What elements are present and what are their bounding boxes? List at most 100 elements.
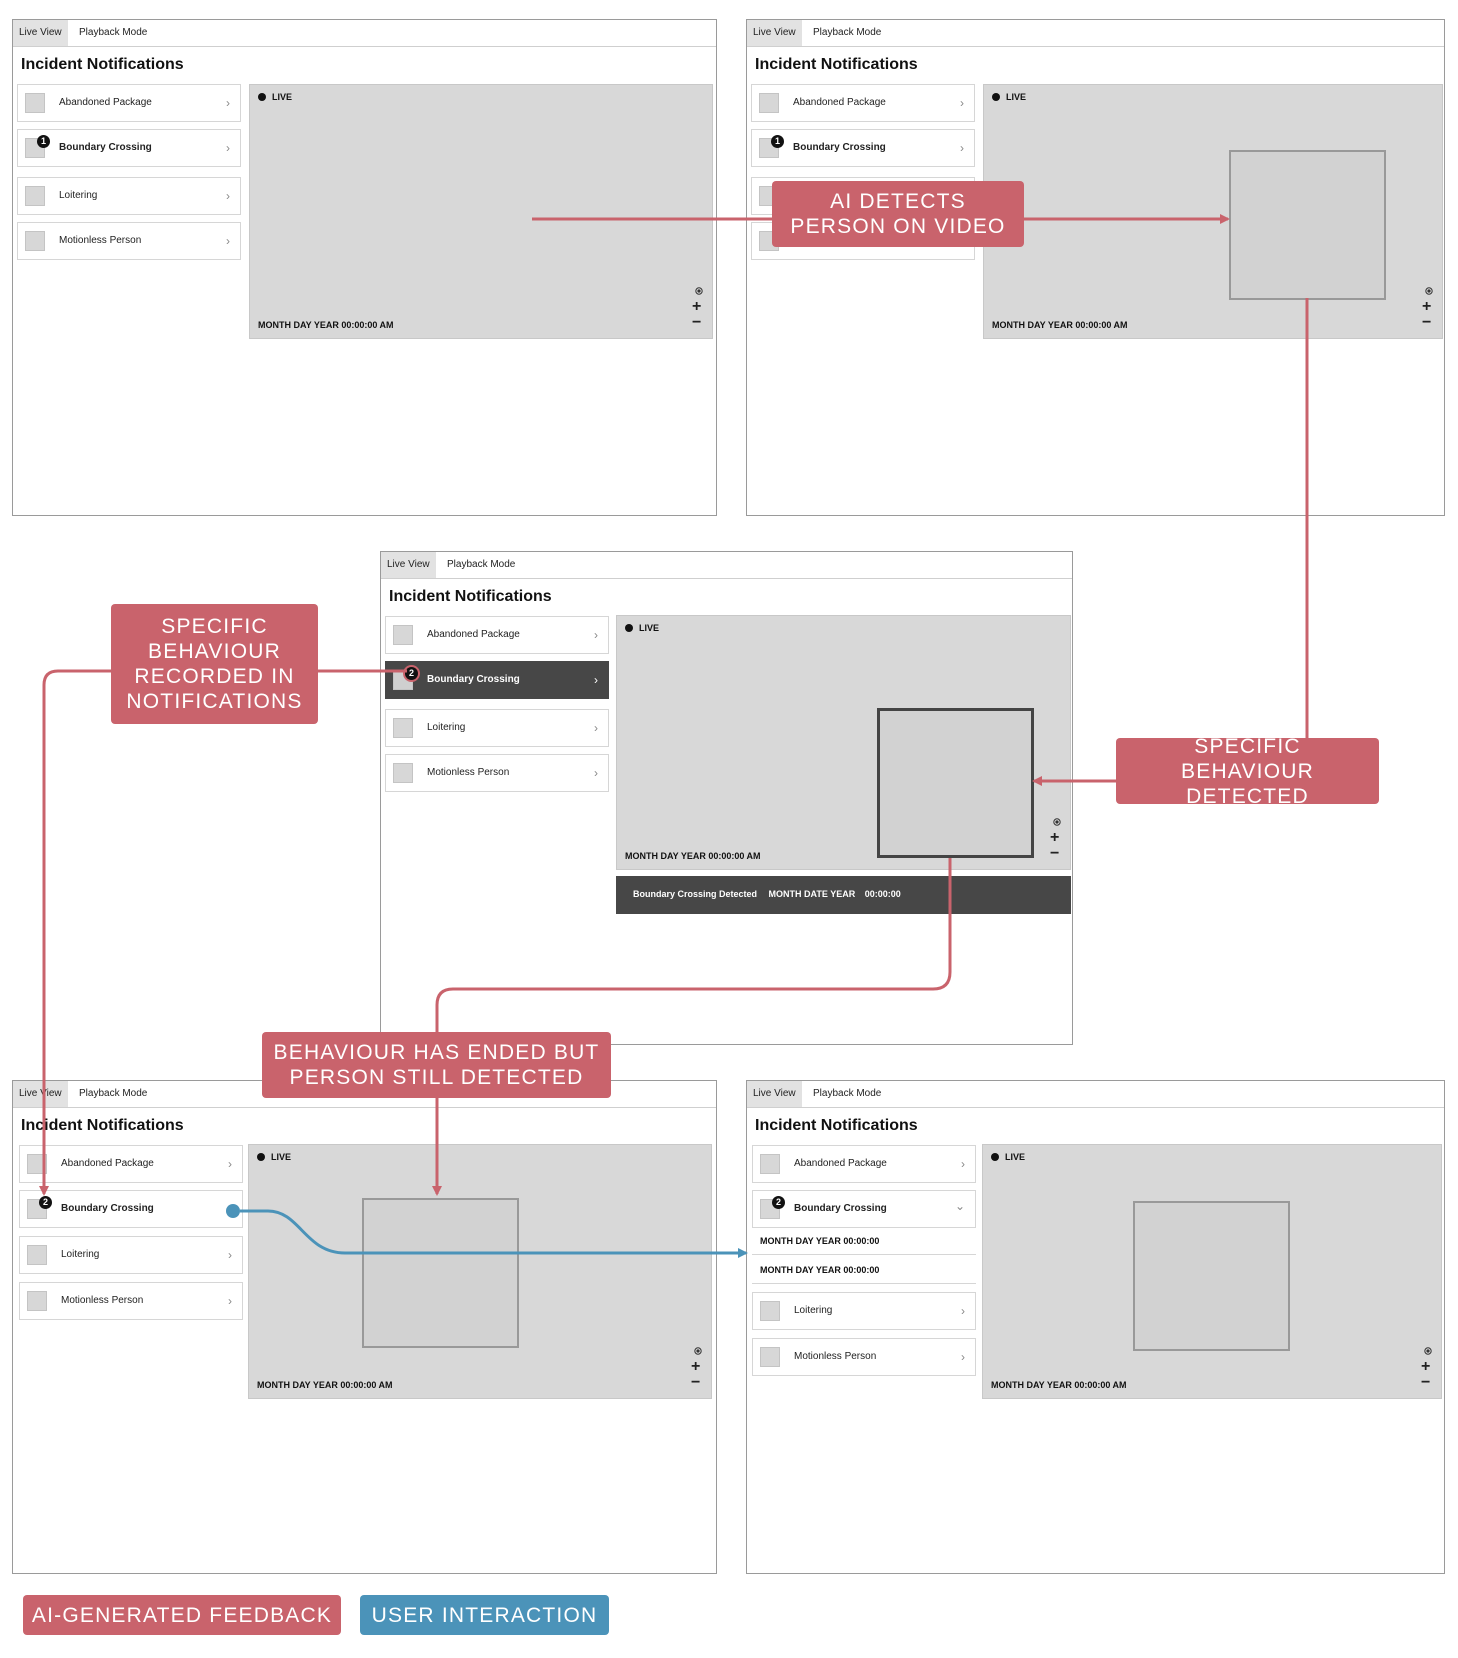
incident-entry[interactable]: MONTH DAY YEAR 00:00:00 xyxy=(752,1256,976,1284)
video-feed[interactable]: LIVE MONTH DAY YEAR 00:00:00 AM + − xyxy=(983,84,1443,339)
tab-bar: Live View Playback Mode xyxy=(747,20,1444,47)
item-label: Abandoned Package xyxy=(427,629,520,640)
live-label: LIVE xyxy=(639,623,660,633)
zoom-in-icon[interactable]: + xyxy=(692,298,702,315)
zoom-controls: + − xyxy=(1050,817,1064,863)
item-label: Boundary Crossing xyxy=(427,674,520,685)
list-item-loitering[interactable]: Loitering › xyxy=(17,177,241,215)
zoom-controls: + − xyxy=(691,1346,705,1392)
video-timestamp: MONTH DAY YEAR 00:00:00 AM xyxy=(625,851,761,861)
list-item-loitering[interactable]: Loitering › xyxy=(385,709,609,747)
item-label: Motionless Person xyxy=(794,1351,877,1362)
list-item-boundary-crossing[interactable]: 1 Boundary Crossing › xyxy=(17,129,241,167)
live-label: LIVE xyxy=(271,1152,292,1162)
tab-playback-mode[interactable]: Playback Mode xyxy=(813,27,882,38)
person-detection-box xyxy=(1229,150,1386,300)
live-indicator: LIVE xyxy=(992,92,1026,102)
chevron-right-icon: › xyxy=(594,628,598,642)
tab-live-view[interactable]: Live View xyxy=(381,552,436,578)
list-item-motionless-person[interactable]: Motionless Person › xyxy=(752,1338,976,1376)
list-item-loitering[interactable]: Loitering › xyxy=(752,1292,976,1330)
live-dot-icon xyxy=(992,93,1000,101)
live-label: LIVE xyxy=(1005,1152,1026,1162)
video-feed[interactable]: LIVE MONTH DAY YEAR 00:00:00 AM + − xyxy=(249,84,713,339)
behaviour-detection-box xyxy=(877,708,1034,858)
list-item-motionless-person[interactable]: Motionless Person › xyxy=(19,1282,243,1320)
item-label: Abandoned Package xyxy=(793,97,886,108)
list-item-boundary-crossing-expanded[interactable]: 2 Boundary Crossing ⌄ xyxy=(752,1190,976,1228)
alert-time: 00:00:00 xyxy=(864,889,901,899)
list-item-boundary-crossing[interactable]: 2 Boundary Crossing xyxy=(19,1190,243,1228)
person-detection-box xyxy=(1133,1201,1290,1351)
zoom-out-icon[interactable]: − xyxy=(1422,314,1432,331)
thumbnail xyxy=(25,186,45,206)
chevron-right-icon: › xyxy=(226,189,230,203)
zoom-in-icon[interactable]: + xyxy=(691,1358,701,1375)
zoom-out-icon[interactable]: − xyxy=(1421,1374,1431,1391)
panel-title: Incident Notifications xyxy=(21,1117,184,1134)
item-label: Boundary Crossing xyxy=(61,1203,154,1214)
tab-live-view[interactable]: Live View xyxy=(13,20,68,46)
alert-date: MONTH DATE YEAR xyxy=(768,889,856,899)
panel-expanded-notifications: Live View Playback Mode Incident Notific… xyxy=(746,1080,1445,1574)
zoom-out-icon[interactable]: − xyxy=(1050,845,1060,862)
live-indicator: LIVE xyxy=(257,1152,291,1162)
locate-icon[interactable] xyxy=(1052,817,1062,827)
list-item-loitering[interactable]: Loitering › xyxy=(19,1236,243,1274)
thumbnail xyxy=(760,1154,780,1174)
panel-title: Incident Notifications xyxy=(21,56,184,73)
locate-icon[interactable] xyxy=(1423,1346,1433,1356)
item-label: Boundary Crossing xyxy=(793,142,886,153)
thumbnail xyxy=(393,718,413,738)
list-item-abandoned-package[interactable]: Abandoned Package › xyxy=(751,84,975,122)
list-item-abandoned-package[interactable]: Abandoned Package › xyxy=(19,1145,243,1183)
chevron-right-icon: › xyxy=(960,96,964,110)
video-feed[interactable]: LIVE MONTH DAY YEAR 00:00:00 AM + − xyxy=(616,615,1071,870)
callout-behaviour-detected: SPECIFIC BEHAVIOUR DETECTED xyxy=(1116,735,1379,808)
item-label: Motionless Person xyxy=(61,1295,144,1306)
video-timestamp: MONTH DAY YEAR 00:00:00 AM xyxy=(258,320,394,330)
list-item-abandoned-package[interactable]: Abandoned Package › xyxy=(752,1145,976,1183)
locate-icon[interactable] xyxy=(694,286,704,296)
tab-bar: Live View Playback Mode xyxy=(381,552,1072,579)
list-item-motionless-person[interactable]: Motionless Person › xyxy=(17,222,241,260)
zoom-out-icon[interactable]: − xyxy=(691,1374,701,1391)
chevron-right-icon: › xyxy=(594,766,598,780)
tab-playback-mode[interactable]: Playback Mode xyxy=(79,27,148,38)
zoom-out-icon[interactable]: − xyxy=(692,314,702,331)
tab-playback-mode[interactable]: Playback Mode xyxy=(813,1088,882,1099)
video-feed[interactable]: LIVE MONTH DAY YEAR 00:00:00 AM + − xyxy=(248,1144,712,1399)
list-item-abandoned-package[interactable]: Abandoned Package › xyxy=(385,616,609,654)
zoom-in-icon[interactable]: + xyxy=(1421,1358,1431,1375)
item-label: Loitering xyxy=(794,1305,833,1316)
tab-playback-mode[interactable]: Playback Mode xyxy=(79,1088,148,1099)
chevron-right-icon: › xyxy=(960,141,964,155)
list-item-abandoned-package[interactable]: Abandoned Package › xyxy=(17,84,241,122)
locate-icon[interactable] xyxy=(1424,286,1434,296)
tab-live-view[interactable]: Live View xyxy=(13,1081,68,1107)
locate-icon[interactable] xyxy=(693,1346,703,1356)
panel-behaviour-detected: Live View Playback Mode Incident Notific… xyxy=(380,551,1073,1045)
list-item-motionless-person[interactable]: Motionless Person › xyxy=(385,754,609,792)
live-dot-icon xyxy=(257,1153,265,1161)
zoom-in-icon[interactable]: + xyxy=(1050,829,1060,846)
callout-ai-detects: AI DETECTS PERSON ON VIDEO xyxy=(772,181,1024,247)
list-item-boundary-crossing-highlighted[interactable]: 2 Boundary Crossing › xyxy=(385,661,609,699)
list-item-boundary-crossing[interactable]: 1 Boundary Crossing › xyxy=(751,129,975,167)
notification-count-badge: 1 xyxy=(771,135,784,148)
callout-recorded: SPECIFIC BEHAVIOUR RECORDED IN NOTIFICAT… xyxy=(111,604,318,724)
tab-playback-mode[interactable]: Playback Mode xyxy=(447,559,516,570)
panel-behaviour-ended: Live View Playback Mode Incident Notific… xyxy=(12,1080,717,1574)
person-detection-box xyxy=(362,1198,519,1348)
alert-bar[interactable]: Boundary Crossing Detected MONTH DATE YE… xyxy=(616,876,1071,914)
live-dot-icon xyxy=(991,1153,999,1161)
item-label: Abandoned Package xyxy=(794,1158,887,1169)
zoom-controls: + − xyxy=(1421,1346,1435,1392)
video-feed[interactable]: LIVE MONTH DAY YEAR 00:00:00 AM + − xyxy=(982,1144,1442,1399)
live-dot-icon xyxy=(625,624,633,632)
chevron-right-icon: › xyxy=(226,141,230,155)
tab-live-view[interactable]: Live View xyxy=(747,20,802,46)
tab-live-view[interactable]: Live View xyxy=(747,1081,802,1107)
zoom-in-icon[interactable]: + xyxy=(1422,298,1432,315)
incident-entry[interactable]: MONTH DAY YEAR 00:00:00 xyxy=(752,1227,976,1255)
